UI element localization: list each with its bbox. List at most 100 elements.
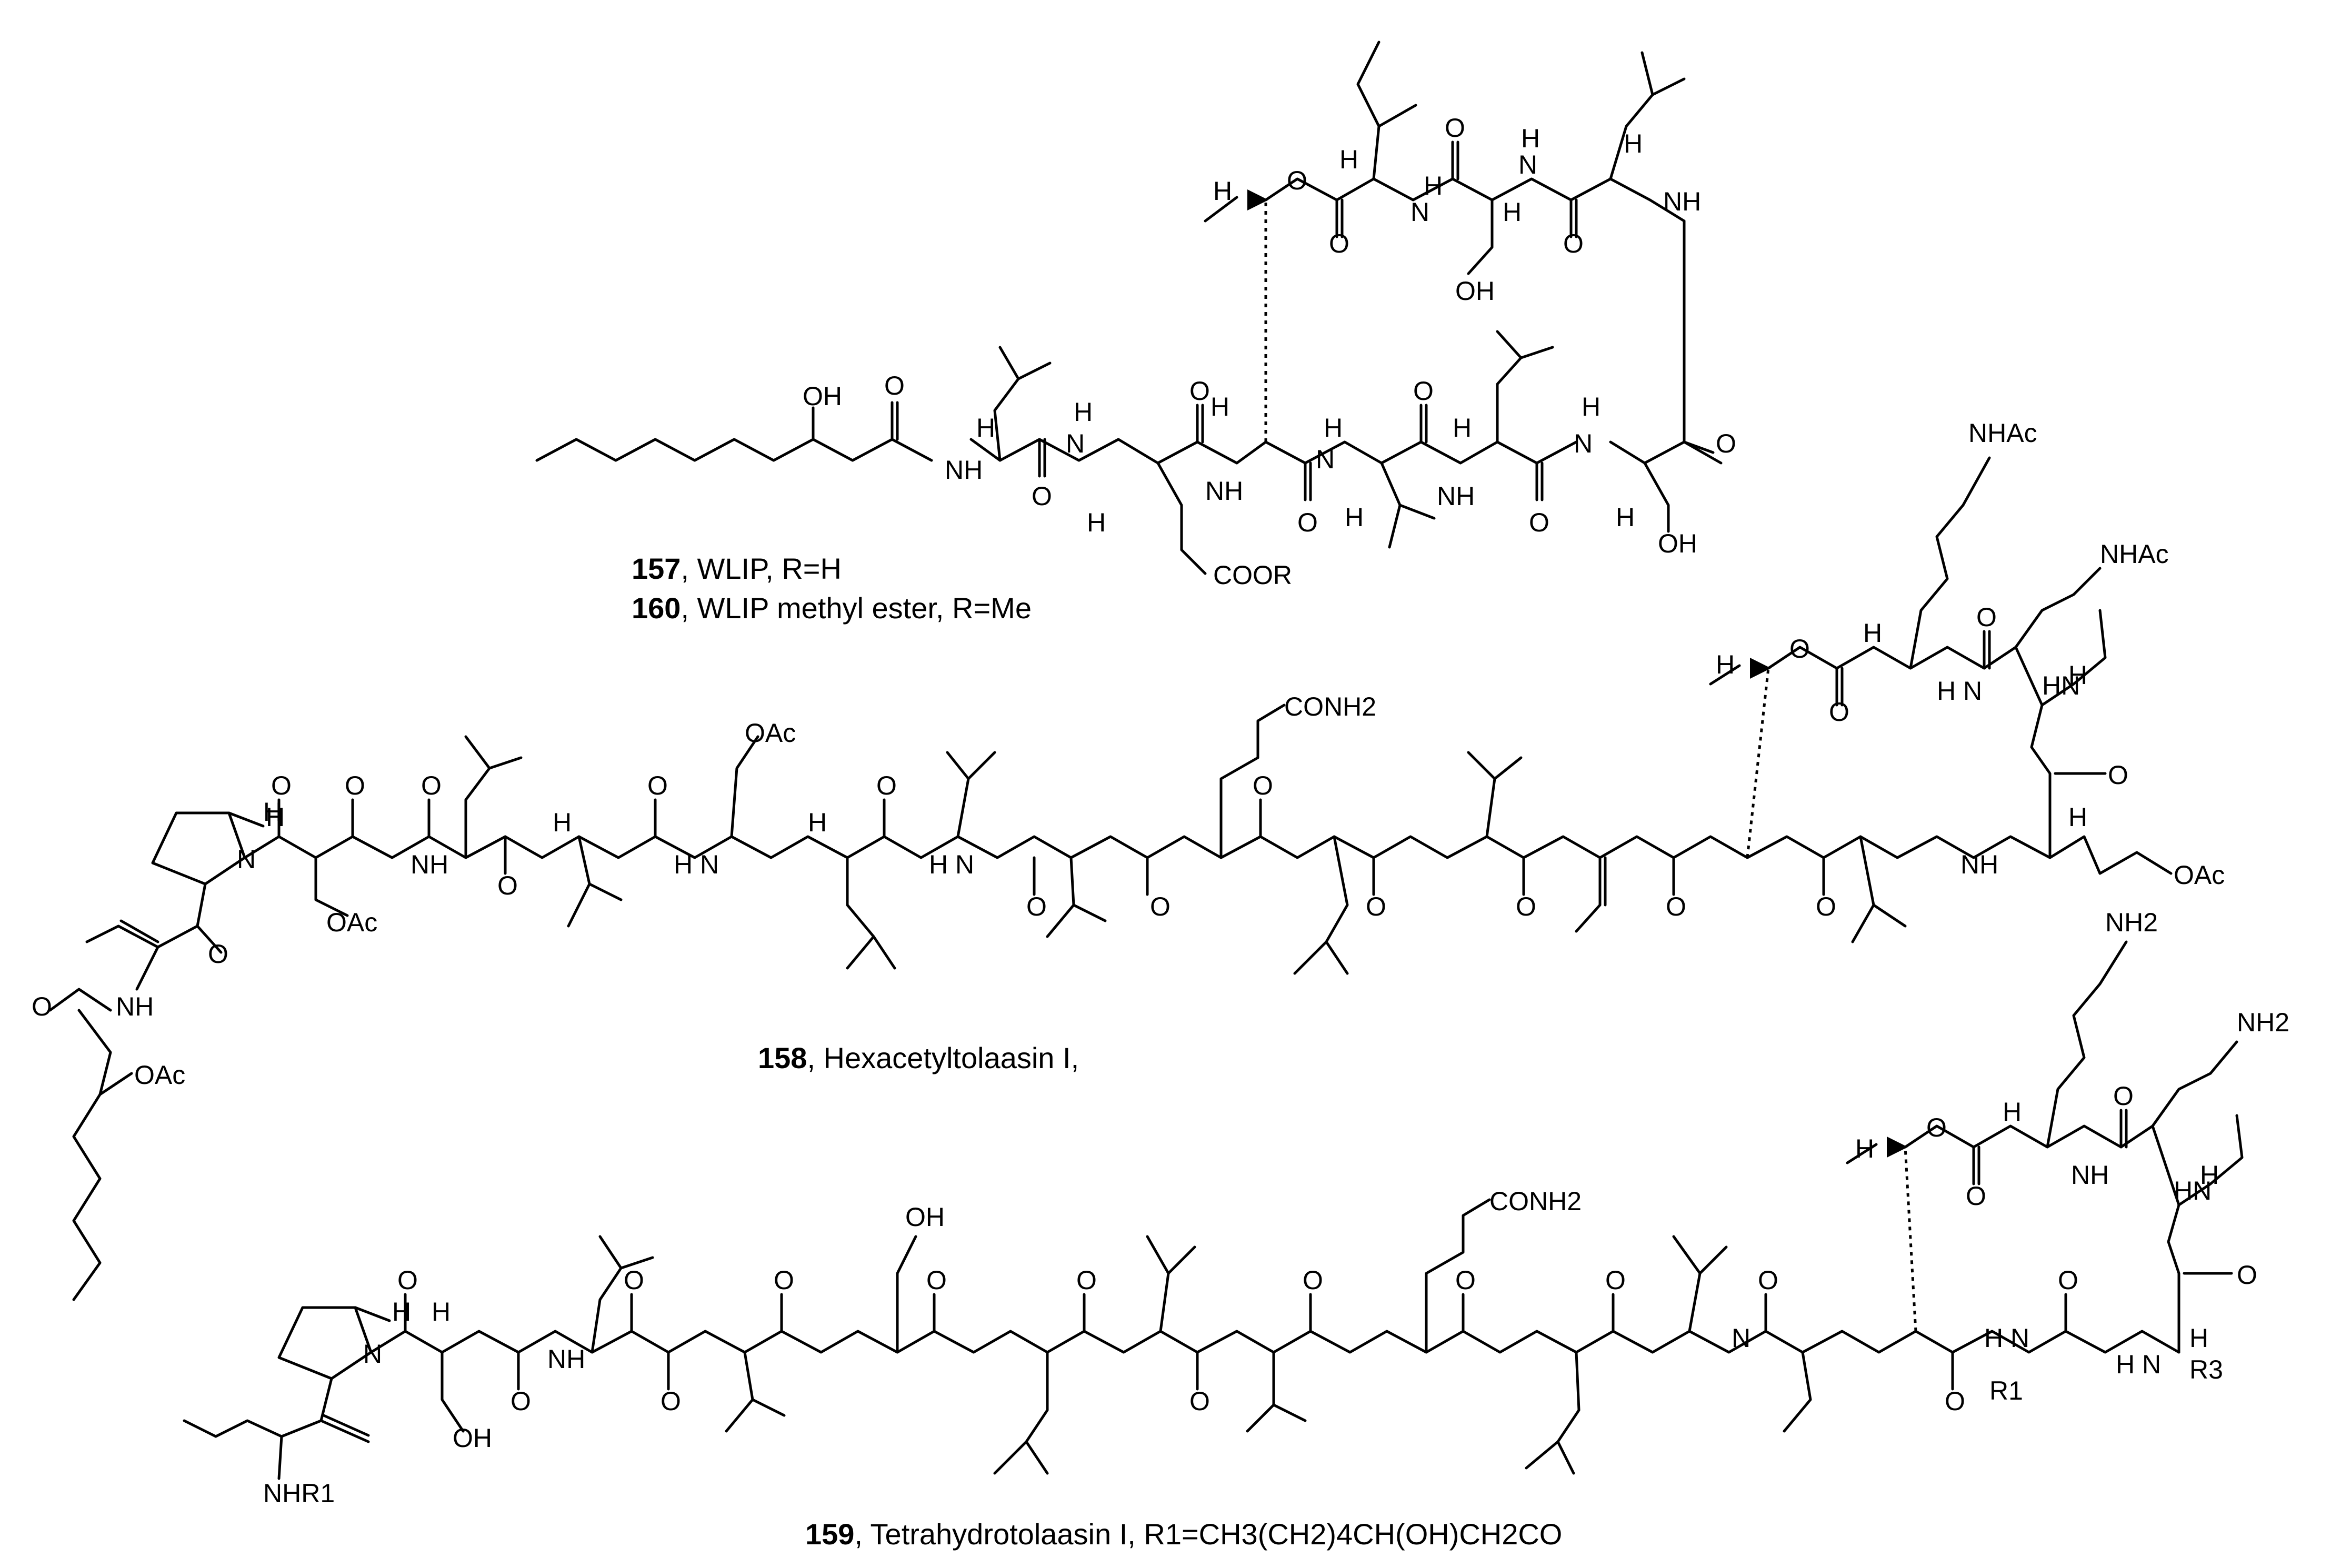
wlip-carbonyl-oxygen: O	[1329, 229, 1349, 258]
proline-nitrogen: N	[363, 1339, 382, 1369]
wlip-ester-oxygen: O	[1287, 166, 1307, 195]
caption-159-number: 159	[805, 1517, 854, 1551]
wlip-carbonyl-oxygen: O	[1563, 229, 1584, 258]
carbonyl-oxygen: O	[1189, 1386, 1210, 1416]
caption-157-number: 157	[632, 552, 681, 585]
serine-acetoxy: OAc	[326, 908, 377, 937]
wlip-carbonyl-oxygen: O	[1189, 376, 1210, 406]
amide-nh: NH	[116, 992, 154, 1021]
amide-h-n: H N	[674, 850, 719, 879]
carbonyl-oxygen: O	[1945, 1386, 1965, 1416]
wlip-alpha-h: H	[1503, 197, 1522, 227]
ester-oxygen: O	[1789, 634, 1810, 664]
wlip-serine-hydroxyl: OH	[1658, 529, 1697, 558]
amide-nh: NH	[1960, 850, 1998, 879]
wlip-carbonyl-oxygen: O	[1529, 508, 1549, 537]
wlip-amide-nitrogen: N	[1316, 445, 1335, 474]
wlip-amide-nitrogen: N	[1574, 429, 1593, 458]
acetoxy-label: OAc	[2174, 860, 2225, 890]
proline-nitrogen: N	[237, 845, 256, 874]
wlip-amide-h-above: H	[1582, 392, 1600, 421]
carbonyl-oxygen: O	[208, 939, 228, 969]
wlip-coor-label: COOR	[1213, 560, 1292, 590]
carbonyl-oxygen: O	[397, 1265, 418, 1295]
amide-nitrogen: N	[1732, 1323, 1750, 1353]
caption-157-text: , WLIP, R=H	[681, 552, 842, 585]
amide-nh: NH	[547, 1344, 585, 1374]
amide-h: H	[432, 1297, 451, 1326]
carbonyl-oxygen: O	[1816, 892, 1836, 921]
hexacetyltolaasin-atom-labels: N H O NH O OAc H O OAc O NH O O H O H N …	[32, 418, 2225, 1090]
nhac-label: NHAc	[2100, 539, 2169, 569]
wlip-amide-h-above: H	[1074, 397, 1093, 427]
r3-label: R3	[2189, 1355, 2223, 1384]
alpha-h: H	[2200, 1160, 2219, 1190]
wlip-amide-h: H	[1521, 124, 1540, 153]
caption-159-text: , Tetrahydrotolaasin I, R1=CH3(CH2)4CH(O…	[854, 1517, 1562, 1551]
wlip-serine-hydroxyl: OH	[1455, 276, 1495, 306]
carbonyl-oxygen: O	[774, 1265, 794, 1295]
alpha-h: H	[2003, 1097, 2022, 1127]
wlip-carbonyl-oxygen: O	[1413, 376, 1434, 406]
wlip-carbonyl-oxygen: O	[1297, 508, 1318, 537]
carbonyl-oxygen: O	[2113, 1081, 2134, 1111]
ester-h: H	[1716, 650, 1735, 679]
nhr1-label: NHR1	[263, 1479, 335, 1508]
alpha-h: H	[2189, 1323, 2208, 1353]
conh2-label: CONH2	[1489, 1187, 1582, 1216]
amide-h-n: H N	[1937, 676, 1982, 706]
wlip-carbonyl-oxygen: O	[1032, 481, 1052, 511]
carbonyl-oxygen: O	[345, 771, 365, 800]
carbonyl-oxygen: O	[32, 992, 52, 1021]
caption-158: 158, Hexacetyltolaasin I,	[758, 1041, 1079, 1074]
caption-159: 159, Tetrahydrotolaasin I, R1=CH3(CH2)4C…	[805, 1517, 1562, 1551]
amide-h: H	[263, 797, 282, 827]
amide-h-n: H N	[929, 850, 974, 879]
structure-wlip	[535, 41, 1723, 575]
r1-label: R1	[1989, 1376, 2023, 1405]
carbonyl-oxygen: O	[1150, 892, 1170, 921]
alpha-h: H	[2068, 660, 2087, 690]
wlip-alpha-h: H	[1339, 145, 1358, 174]
wlip-carbonyl-oxygen: O	[1445, 113, 1465, 143]
structure-tetrahydrotolaasin	[183, 940, 2244, 1480]
serine-hydroxyl: OH	[453, 1423, 492, 1453]
carbonyl-oxygen: O	[876, 771, 897, 800]
wlip-atom-labels: OH O NH H O H N H O COOR NH H O H N H O …	[803, 113, 1736, 590]
wlip-alpha-h: H	[1345, 502, 1364, 532]
carbonyl-oxygen: O	[2058, 1265, 2078, 1295]
wlip-amide-nitrogen: N	[1518, 150, 1537, 179]
ester-h: H	[1855, 1134, 1874, 1163]
conh2-label: CONH2	[1284, 692, 1376, 721]
wlip-amide-nitrogen: N	[1410, 197, 1429, 227]
carbonyl-oxygen: O	[1366, 892, 1386, 921]
wlip-amide-h: H	[1424, 171, 1443, 200]
amide-nh: NH	[411, 850, 448, 879]
carbonyl-oxygen: O	[511, 1386, 531, 1416]
wlip-carbonyl-oxygen: O	[1716, 429, 1736, 458]
alpha-h: H	[1863, 618, 1882, 648]
carbonyl-oxygen: O	[1455, 1265, 1476, 1295]
alpha-h: H	[2068, 802, 2087, 832]
ester-oxygen: O	[1926, 1113, 1947, 1142]
carbonyl-oxygen: O	[497, 871, 518, 900]
caption-158-text: , Hexacetyltolaasin I,	[807, 1041, 1079, 1074]
carbonyl-oxygen: O	[271, 771, 292, 800]
carbonyl-oxygen: O	[1303, 1265, 1323, 1295]
amide-nh: NH	[2071, 1160, 2109, 1190]
wlip-alpha-h: H	[1087, 508, 1106, 537]
acetoxy-label: OAc	[745, 718, 796, 748]
carbonyl-oxygen: O	[1976, 602, 1997, 632]
carbonyl-oxygen: O	[2237, 1260, 2257, 1290]
carbonyl-oxygen: O	[1666, 892, 1686, 921]
wlip-hydroxyl-label: OH	[803, 381, 842, 411]
wlip-carbonyl-oxygen: O	[884, 371, 905, 400]
carbonyl-oxygen: O	[661, 1386, 681, 1416]
carbonyl-oxygen: O	[647, 771, 668, 800]
wlip-amide-nitrogen: N	[1066, 429, 1085, 458]
carbonyl-oxygen: O	[1516, 892, 1536, 921]
amide-h: H	[808, 808, 827, 837]
caption-160-text: , WLIP methyl ester, R=Me	[681, 591, 1032, 625]
carbonyl-oxygen: O	[1605, 1265, 1626, 1295]
